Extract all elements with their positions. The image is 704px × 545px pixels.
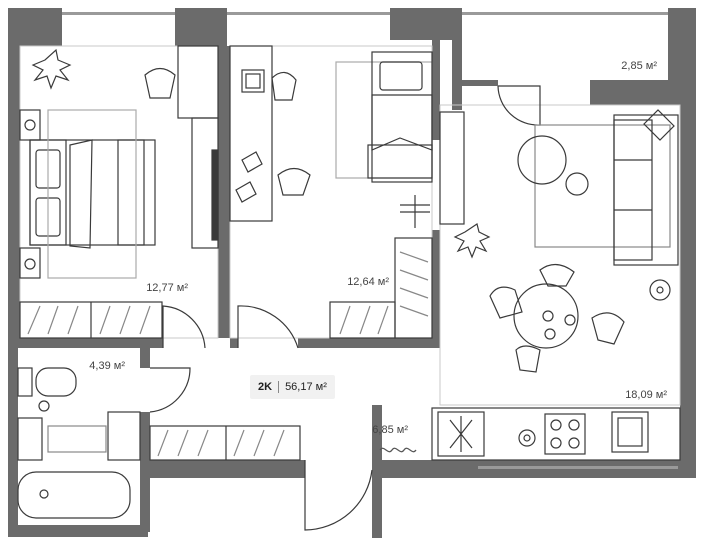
apartment-badge: 2K 56,17 м² (250, 375, 335, 399)
area-balcony: 2,85 м² (621, 60, 657, 72)
apartment-type: 2K (258, 381, 280, 393)
area-living-kitchen: 18,09 м² (625, 389, 667, 401)
room-outlines (19, 45, 681, 406)
bathroom-fixtures (17, 367, 417, 519)
area-labels: 2,85 м² 12,77 м² 12,64 м² 4,39 м² 6,85 м… (89, 60, 667, 436)
walls (8, 8, 696, 538)
area-hallway: 6,85 м² (372, 424, 408, 436)
apartment-total-area: 56,17 м² (285, 381, 327, 393)
area-bedroom-2: 12,64 м² (347, 276, 389, 288)
living-furniture (431, 109, 681, 461)
area-bedroom-1: 12,77 м² (146, 282, 188, 294)
bedroom-2-furniture (229, 45, 465, 339)
area-bathroom: 4,39 м² (89, 360, 125, 372)
bedroom-1-furniture (19, 45, 219, 339)
